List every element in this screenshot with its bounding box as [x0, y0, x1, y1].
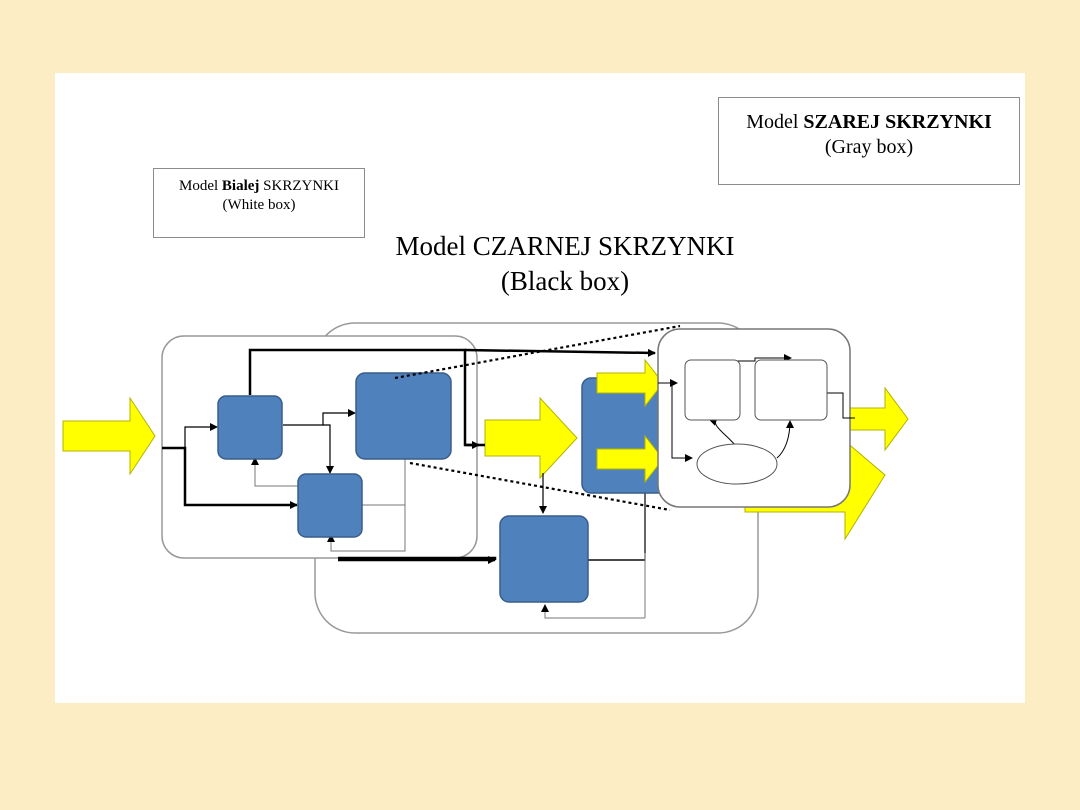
gray-box-label: Model SZAREJ SKRZYNKI (Gray box): [718, 97, 1020, 185]
black-box-subtitle: (Black box): [500, 266, 630, 297]
process-block-3: [297, 473, 363, 538]
middle-arrow: [484, 396, 578, 480]
gray-box-title: Model SZAREJ SKRZYNKI: [746, 111, 992, 133]
zoom-lines: [394, 324, 681, 512]
diagram-svg: [62, 322, 909, 634]
process-block-1: [217, 395, 283, 460]
black-box-title: Model CZARNEJ SKRZYNKI: [395, 231, 735, 261]
process-block-4: [499, 515, 589, 603]
slide-canvas: Model Bialej SKRZYNKI (White box) Model …: [55, 73, 1025, 703]
gray-inner-block-2: [754, 359, 828, 421]
input-arrow: [62, 396, 156, 476]
gray-input-arrow-upper: [596, 358, 664, 408]
process-block-2: [355, 372, 452, 460]
white-box-title: Model Bialej SKRZYNKI: [178, 178, 339, 194]
gray-input-arrow-lower: [596, 434, 664, 484]
gray-inner-block-1: [684, 359, 741, 421]
gray-inner-ellipse: [696, 443, 778, 485]
white-box-subtitle: (White box): [222, 196, 296, 213]
gray-box-subtitle: (Gray box): [824, 136, 914, 158]
black-box-label: Model CZARNEJ SKRZYNKI (Black box): [335, 229, 795, 299]
white-box-label: Model Bialej SKRZYNKI (White box): [153, 168, 365, 238]
